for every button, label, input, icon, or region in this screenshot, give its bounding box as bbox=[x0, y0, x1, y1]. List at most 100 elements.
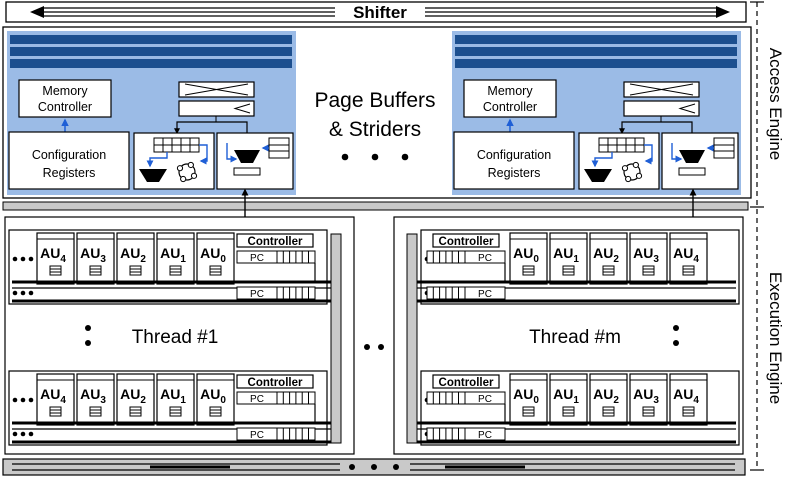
controller-label: Controller bbox=[439, 377, 494, 389]
au-register-icon bbox=[129, 265, 142, 276]
au-label: AU1 bbox=[553, 386, 579, 406]
au-label: AU0 bbox=[200, 386, 226, 406]
configuration-registers-label: Configuration bbox=[32, 148, 106, 162]
pc-label: PC bbox=[478, 253, 492, 264]
shifter-label: Shifter bbox=[353, 3, 407, 22]
thread-left-bus bbox=[330, 233, 342, 444]
thread-right-bus bbox=[406, 233, 418, 444]
page-buffer-stripe bbox=[455, 59, 737, 68]
buffer-register-stack bbox=[713, 137, 735, 159]
pc-label: PC bbox=[478, 289, 492, 300]
buffer-mux-icon bbox=[234, 150, 260, 163]
au-register-icon bbox=[209, 265, 222, 276]
au-label: AU2 bbox=[120, 245, 146, 265]
buffer-mux-icon bbox=[679, 150, 705, 163]
au-label: AU3 bbox=[633, 386, 659, 406]
strider-alu-icon bbox=[584, 169, 612, 182]
configuration-registers-box bbox=[8, 131, 130, 190]
au-label: AU2 bbox=[593, 245, 619, 265]
au-register-icon bbox=[642, 265, 655, 276]
configuration-registers-label: Configuration bbox=[477, 148, 551, 162]
controller-box bbox=[432, 374, 500, 389]
au-label: AU4 bbox=[40, 245, 66, 265]
pc-label: PC bbox=[250, 430, 264, 441]
au-box bbox=[76, 373, 115, 426]
access-engine-label: Access Engine bbox=[766, 48, 785, 160]
au-register-icon bbox=[522, 406, 535, 417]
au-box bbox=[36, 232, 75, 285]
shifter-bar: Shifter bbox=[5, 1, 747, 23]
au-label: AU4 bbox=[40, 386, 66, 406]
au-label: AU1 bbox=[553, 245, 579, 265]
offset-register-box bbox=[178, 100, 255, 117]
pc-register bbox=[464, 391, 506, 405]
au-label: AU0 bbox=[513, 386, 539, 406]
au-label: AU3 bbox=[80, 245, 106, 265]
au-label: AU3 bbox=[80, 386, 106, 406]
strider-fsm-icon bbox=[623, 163, 641, 181]
access-execution-bus bbox=[2, 201, 749, 211]
bottom-bus bbox=[2, 458, 746, 476]
page-buffer-stripe bbox=[10, 47, 292, 56]
configuration-registers-label: Registers bbox=[43, 166, 96, 180]
page-buffers-line2: & Striders bbox=[329, 118, 421, 141]
au-register-icon bbox=[49, 265, 62, 276]
au-register-icon bbox=[562, 406, 575, 417]
strider-alu-icon bbox=[139, 169, 167, 182]
pc-label: PC bbox=[250, 253, 264, 264]
buffer-latch bbox=[233, 167, 261, 176]
offset-register-box bbox=[623, 100, 700, 117]
access-ellipsis bbox=[341, 153, 409, 161]
controller-label: Controller bbox=[248, 377, 303, 389]
au-register-icon bbox=[89, 265, 102, 276]
page-buffer-stripe bbox=[10, 59, 292, 68]
au-register-icon bbox=[602, 406, 615, 417]
au-box bbox=[509, 373, 548, 426]
au-label: AU2 bbox=[593, 386, 619, 406]
pc-register bbox=[464, 286, 506, 300]
thread-ellipsis bbox=[364, 344, 384, 350]
memory-controller-box bbox=[463, 79, 557, 118]
au-register-icon bbox=[169, 265, 182, 276]
buffer-latch bbox=[678, 167, 706, 176]
pc-label: PC bbox=[250, 289, 264, 300]
pc-register bbox=[464, 427, 506, 441]
thread-right-label: Thread #m bbox=[529, 327, 621, 348]
au-label: AU0 bbox=[200, 245, 226, 265]
pc-label: PC bbox=[478, 394, 492, 405]
memory-controller-label: Memory bbox=[42, 84, 88, 98]
pc-register bbox=[464, 250, 506, 264]
au-register-icon bbox=[642, 406, 655, 417]
au-label: AU1 bbox=[160, 386, 186, 406]
au-box bbox=[156, 232, 195, 285]
au-label: AU0 bbox=[513, 245, 539, 265]
memory-controller-box bbox=[18, 79, 112, 118]
buffer-register-stack bbox=[268, 137, 290, 159]
page-buffer-stripe bbox=[10, 35, 292, 44]
pc-label: PC bbox=[250, 394, 264, 405]
page-buffers-line1: Page Buffers bbox=[314, 89, 435, 112]
au-box bbox=[669, 232, 708, 285]
au-label: AU3 bbox=[633, 245, 659, 265]
memory-controller-label: Controller bbox=[483, 100, 537, 114]
au-register-icon bbox=[89, 406, 102, 417]
au-register-icon bbox=[682, 406, 695, 417]
controller-label: Controller bbox=[248, 236, 303, 248]
au-label: AU2 bbox=[120, 386, 146, 406]
strider-fsm-icon bbox=[178, 163, 196, 181]
controller-label: Controller bbox=[439, 236, 494, 248]
controller-box bbox=[432, 233, 500, 248]
au-box bbox=[589, 373, 628, 426]
pc-label: PC bbox=[478, 430, 492, 441]
au-register-icon bbox=[522, 265, 535, 276]
page-buffer-stripe bbox=[455, 47, 737, 56]
au-register-icon bbox=[602, 265, 615, 276]
execution-engine-label: Execution Engine bbox=[766, 272, 785, 404]
memory-controller-label: Memory bbox=[487, 84, 533, 98]
page-buffer-stripe bbox=[455, 35, 737, 44]
